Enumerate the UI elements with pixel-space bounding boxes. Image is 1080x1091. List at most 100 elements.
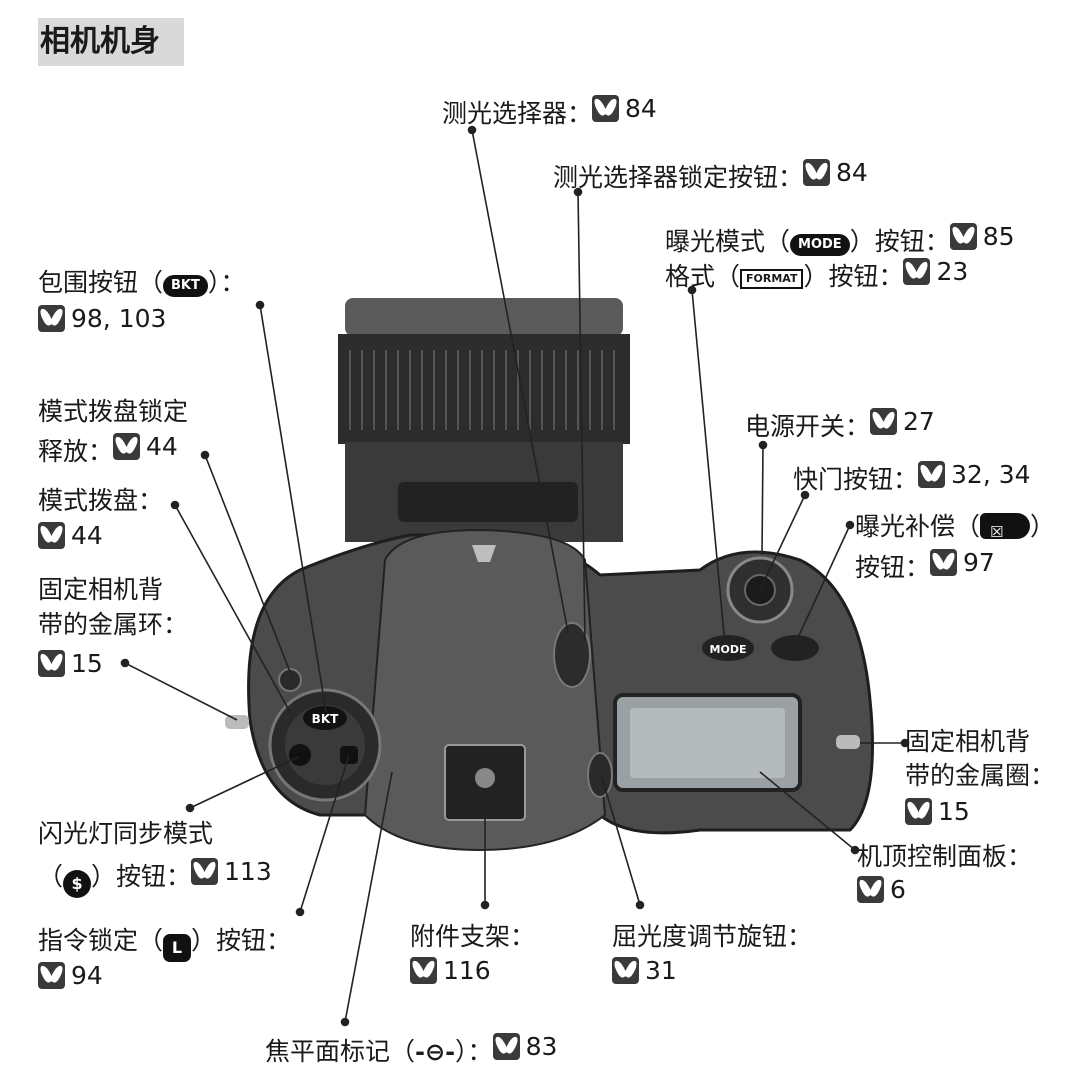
callout-bracketing-pages: 98, 103 — [38, 300, 166, 342]
callout-strap-left-line2: 带的金属环： — [38, 610, 189, 639]
callout-mode-button: 曝光模式（MODE）按钮： 85 — [665, 218, 1015, 260]
page-ref-icon — [857, 876, 884, 903]
page-ref-icon — [410, 957, 437, 984]
strap-right-page: 15 — [938, 797, 970, 826]
exp-comp-button-shape — [771, 635, 819, 661]
control-panel-page: 6 — [890, 875, 906, 904]
diopter-page: 31 — [645, 956, 677, 985]
format-button-icon: FORMAT — [740, 269, 804, 289]
exp-comp-label-b: ） — [1030, 512, 1056, 541]
power-switch-page: 27 — [903, 407, 935, 436]
page-ref-icon — [949, 223, 977, 250]
lens-barrel — [338, 334, 630, 444]
strap-lug-right — [836, 735, 860, 749]
exp-comp-label-a: 曝光补偿（ — [855, 512, 981, 541]
shutter-pages: 32, 34 — [951, 460, 1031, 489]
callout-strap-right-line2: 带的金属圈： — [905, 761, 1056, 790]
bkt-button-shape — [303, 706, 347, 730]
focal-plane-page: 83 — [525, 1032, 558, 1061]
lens-mount-window — [398, 482, 578, 522]
mode-button-page: 85 — [982, 222, 1015, 251]
callout-strap-left-line1: 固定相机背 — [38, 575, 164, 604]
mode-dial-inner — [285, 705, 365, 785]
bracketing-pages: 98, 103 — [71, 304, 167, 333]
callout-accessory-shoe-line1: 附件支架： — [410, 922, 536, 951]
metering-selector-page: 84 — [625, 94, 657, 123]
command-lock-label-a: 指令锁定（ — [38, 926, 164, 955]
callout-command-lock-page: 94 — [38, 957, 103, 999]
page-ref-icon — [612, 957, 639, 984]
mode-button-label-a: 曝光模式（ — [665, 227, 791, 256]
callout-power-switch: 电源开关： 27 — [745, 403, 935, 445]
callout-mode-dial-lock-line1: 模式拨盘锁定 — [38, 397, 189, 426]
page-ref-icon — [930, 549, 958, 576]
flash-sync-paren-open: （ — [38, 862, 64, 891]
mode-dial-lock-line2: 释放： — [38, 437, 114, 466]
shutter-label: 快门按钮： — [793, 465, 919, 494]
page-ref-icon — [492, 1033, 520, 1060]
callout-metering-lock: 测光选择器锁定按钮： 84 — [553, 154, 868, 196]
page-ref-icon — [903, 258, 931, 285]
exposure-compensation-icon — [980, 513, 1031, 551]
metering-selector-shape — [553, 622, 591, 688]
flash-sync-icon: $ — [63, 870, 92, 898]
callout-diopter-line1: 屈光度调节旋钮： — [612, 922, 813, 951]
page-ref-icon — [905, 798, 932, 825]
exp-comp-page: 97 — [963, 548, 995, 577]
strap-lug-left — [225, 715, 249, 729]
mode-button-icon: MODE — [790, 234, 850, 256]
mode-button-label-b: ）按钮： — [849, 227, 950, 256]
page-ref-icon — [38, 650, 65, 677]
page-ref-icon — [803, 159, 831, 186]
callout-bracketing: 包围按钮（BKT）： — [38, 264, 245, 301]
shoe-contact — [475, 768, 495, 788]
command-lock-page: 94 — [71, 961, 103, 990]
callout-command-lock: 指令锁定（L）按钮： — [38, 922, 291, 962]
page-title: 相机机身 — [38, 18, 184, 66]
callout-strap-left: 15 — [38, 645, 103, 687]
bracketing-label-b: ）： — [207, 268, 246, 297]
strap-left-page: 15 — [71, 649, 103, 678]
format-button-label-a: 格式（ — [665, 262, 741, 291]
bkt-marking: BKT — [312, 712, 339, 726]
flash-sync-button-shape — [289, 744, 311, 766]
bracketing-label-a: 包围按钮（ — [38, 268, 164, 297]
flash-sync-page: 113 — [224, 857, 272, 886]
callout-shutter: 快门按钮： 32, 34 — [793, 456, 1031, 498]
page-ref-icon — [592, 95, 620, 122]
flash-sync-paren-close: ）按钮： — [91, 862, 192, 891]
page-ref-icon — [38, 305, 65, 332]
metering-lock-label: 测光选择器锁定按钮： — [553, 163, 804, 192]
focal-plane-icon: -⊖- — [415, 1038, 456, 1066]
viewfinder-prism — [363, 528, 607, 852]
diopter-knob-shape — [587, 752, 613, 798]
callout-control-panel: 6 — [857, 871, 906, 913]
focus-mark — [472, 545, 496, 562]
callout-accessory-shoe: 116 — [410, 952, 491, 994]
power-switch-label: 电源开关： — [745, 412, 871, 441]
callout-strap-right-line1: 固定相机背 — [905, 727, 1031, 756]
mode-dial-page: 44 — [71, 521, 103, 550]
format-button-page: 23 — [936, 257, 969, 286]
callout-exp-comp-line2: 按钮： 97 — [855, 544, 995, 586]
page-ref-icon — [113, 433, 141, 460]
mode-button-shape — [702, 635, 754, 661]
callout-flash-sync: （$）按钮： 113 — [38, 853, 272, 898]
callout-metering-selector: 测光选择器：84 — [442, 90, 657, 132]
mode-dial-lock-shape — [278, 668, 302, 692]
leader-lines — [120, 125, 910, 1027]
page-ref-icon — [918, 461, 946, 488]
callout-focal-plane: 焦平面标记（-⊖-）：83 — [265, 1028, 557, 1071]
bkt-button-icon: BKT — [163, 275, 208, 297]
callout-exp-comp: 曝光补偿（ ） — [855, 508, 1056, 551]
callout-mode-dial-lock: 释放： 44 — [38, 428, 178, 470]
lcd-screen — [630, 708, 785, 778]
command-lock-icon: L — [163, 934, 192, 962]
lens-front-ring — [345, 298, 623, 336]
exp-comp-line2: 按钮： — [855, 553, 931, 582]
mode-dial-lock-page: 44 — [146, 432, 178, 461]
metering-lock-page: 84 — [836, 158, 868, 187]
page-ref-icon — [191, 858, 219, 885]
callout-mode-dial: 44 — [38, 517, 103, 559]
